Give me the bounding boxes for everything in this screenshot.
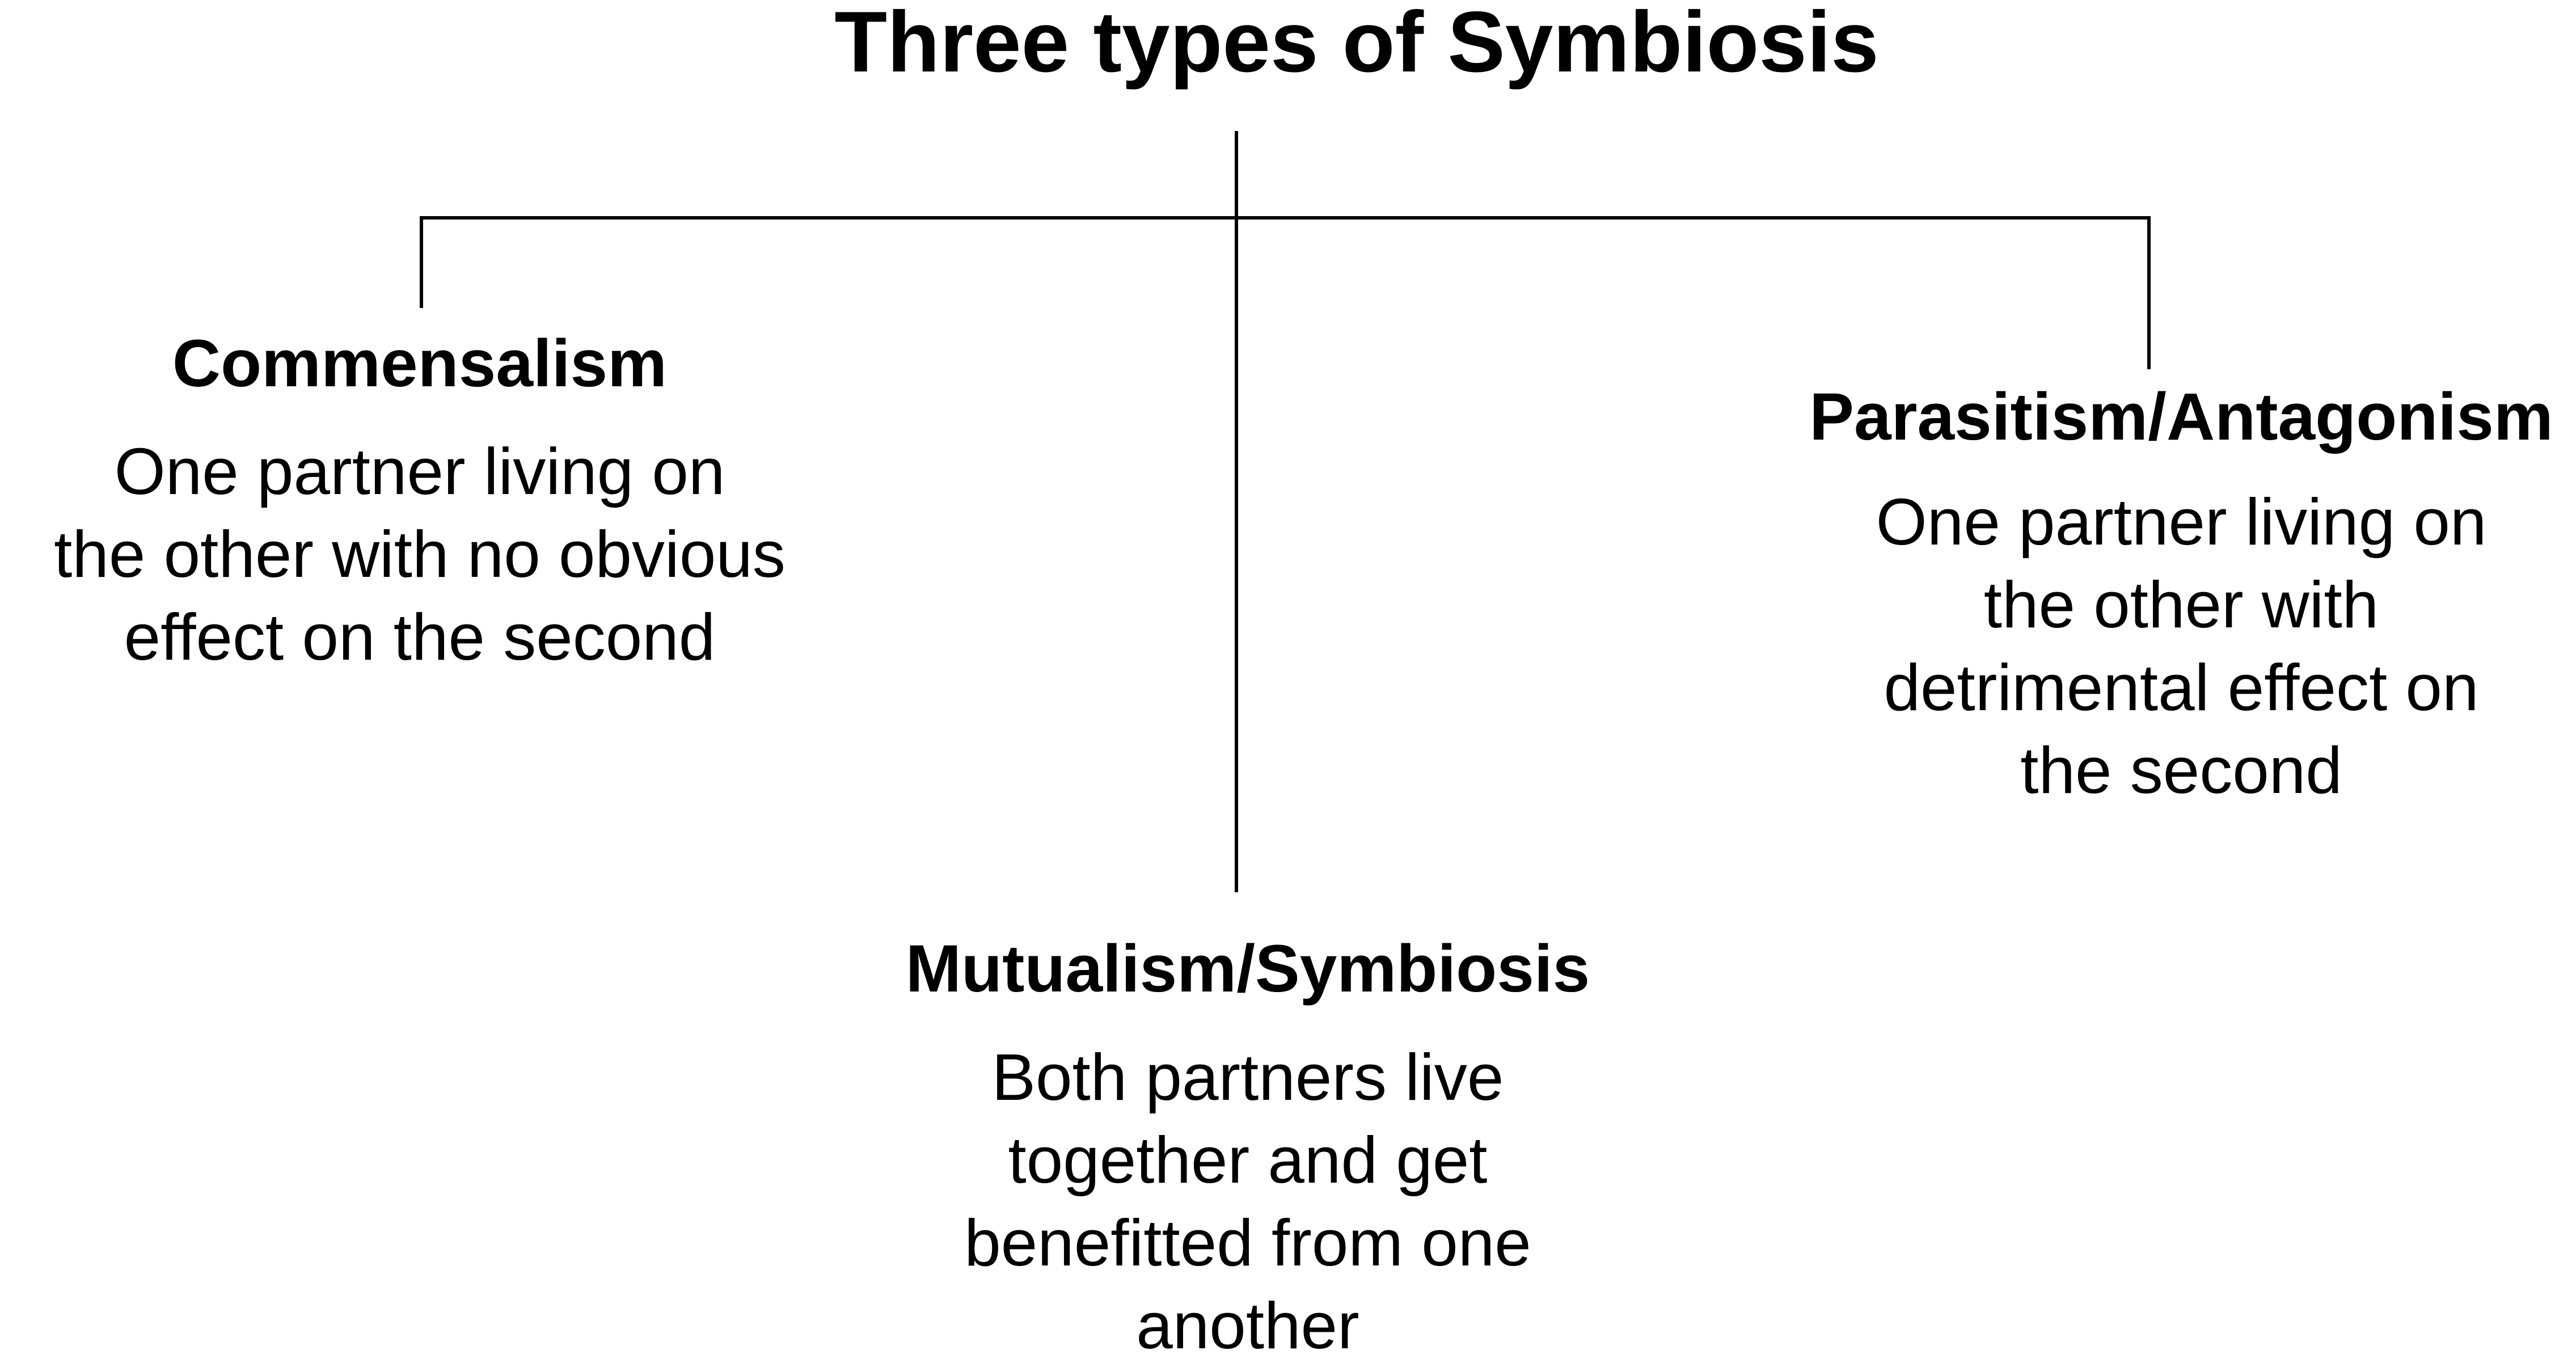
mutualism-description-line: another [1136,1289,1359,1362]
commensalism-description-line: effect on the second [124,600,716,674]
mutualism-description-line: together and get [1008,1123,1488,1197]
parasitism-description: One partner living on the other with det… [1876,480,2487,812]
commensalism-description-line: One partner living on [114,434,725,508]
mutualism-description-line: benefitted from one [964,1206,1531,1280]
mutualism-heading: Mutualism/Symbiosis [905,931,1590,1006]
parasitism-description-line: One partner living on [1876,485,2487,559]
parasitism-description-line: the other with [1983,568,2379,642]
commensalism-description: One partner living on the other with no … [54,430,786,678]
parasitism-description-line: the second [2020,733,2342,807]
mutualism-description-line: Both partners live [991,1040,1504,1114]
diagram-title-text: Three types of Symbiosis [834,0,1879,90]
commensalism-description-line: the other with no obvious [54,517,786,591]
mutualism-description: Both partners live together and get bene… [964,1036,1531,1367]
parasitism-heading: Parasitism/Antagonism [1809,379,2553,454]
commensalism-heading: Commensalism [172,326,668,401]
parasitism-description-line: detrimental effect on [1884,651,2479,724]
